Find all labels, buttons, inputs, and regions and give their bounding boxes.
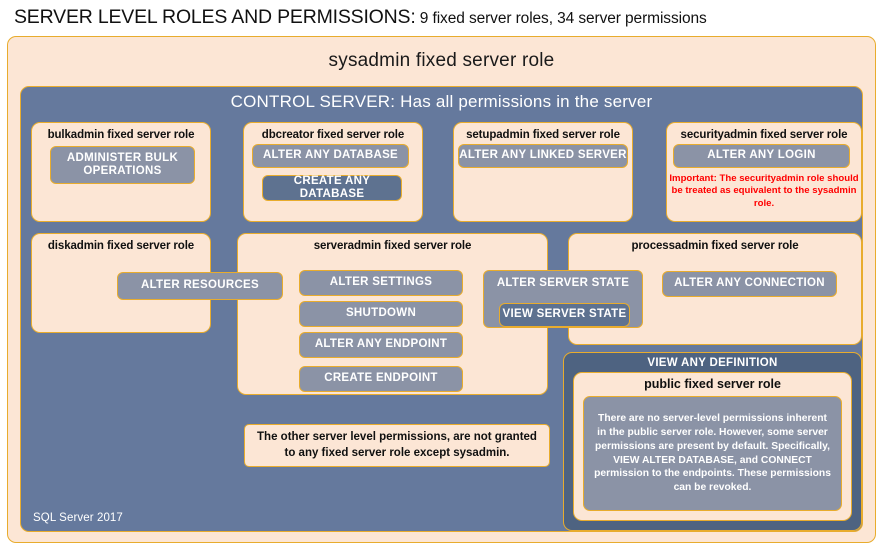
- securityadmin-role-label: securityadmin fixed server role: [680, 129, 848, 141]
- sysadmin-role-label: sysadmin fixed server role: [328, 50, 555, 71]
- permission-shutdown: SHUTDOWN: [299, 301, 463, 327]
- permission-alter-any-endpoint: ALTER ANY ENDPOINT: [299, 332, 463, 358]
- processadmin-role-label: processadmin fixed server role: [631, 240, 799, 252]
- bulkadmin-role-label: bulkadmin fixed server role: [47, 129, 195, 141]
- securityadmin-warning-note: Important: The securityadmin role should…: [669, 173, 859, 209]
- permission-alter-settings: ALTER SETTINGS: [299, 270, 463, 296]
- control-server-label: CONTROL SERVER: Has all permissions in t…: [230, 92, 653, 111]
- permission-alter-any-login: ALTER ANY LOGIN: [673, 144, 850, 168]
- page-title-main: SERVER LEVEL ROLES AND PERMISSIONS:: [14, 6, 416, 28]
- diskadmin-role-label: diskadmin fixed server role: [47, 240, 195, 252]
- serveradmin-role-label: serveradmin fixed server role: [313, 240, 472, 252]
- permission-alter-server-state-label: ALTER SERVER STATE: [496, 277, 630, 289]
- other-permissions-note: The other server level permissions, are …: [244, 424, 550, 467]
- setupadmin-role-box: setupadmin fixed server role: [453, 122, 633, 222]
- permission-alter-any-linked-server: ALTER ANY LINKED SERVER: [458, 144, 628, 168]
- page-title-subtitle: 9 fixed server roles, 34 server permissi…: [415, 10, 707, 27]
- dbcreator-role-box: dbcreator fixed server role: [243, 122, 423, 222]
- permission-view-server-state: VIEW SERVER STATE: [499, 303, 630, 327]
- setupadmin-role-label: setupadmin fixed server role: [466, 129, 620, 141]
- permission-alter-any-database: ALTER ANY DATABASE: [252, 144, 409, 168]
- permission-create-any-database: CREATE ANY DATABASE: [262, 175, 402, 201]
- page-title: SERVER LEVEL ROLES AND PERMISSIONS: 9 fi…: [14, 6, 874, 34]
- dbcreator-role-label: dbcreator fixed server role: [261, 129, 405, 141]
- securityadmin-role-box: securityadmin fixed server role: [666, 122, 862, 222]
- permission-alter-resources: ALTER RESOURCES: [117, 272, 283, 300]
- permission-alter-any-connection: ALTER ANY CONNECTION: [662, 271, 837, 297]
- permission-view-any-definition-label: VIEW ANY DEFINITION: [647, 357, 778, 369]
- public-role-label: public fixed server role: [644, 377, 781, 391]
- public-role-note: There are no server-level permissions in…: [583, 396, 842, 511]
- footer-version-label: SQL Server 2017: [33, 512, 123, 524]
- permission-administer-bulk-operations: ADMINISTER BULK OPERATIONS: [50, 146, 195, 184]
- permission-create-endpoint: CREATE ENDPOINT: [299, 366, 463, 392]
